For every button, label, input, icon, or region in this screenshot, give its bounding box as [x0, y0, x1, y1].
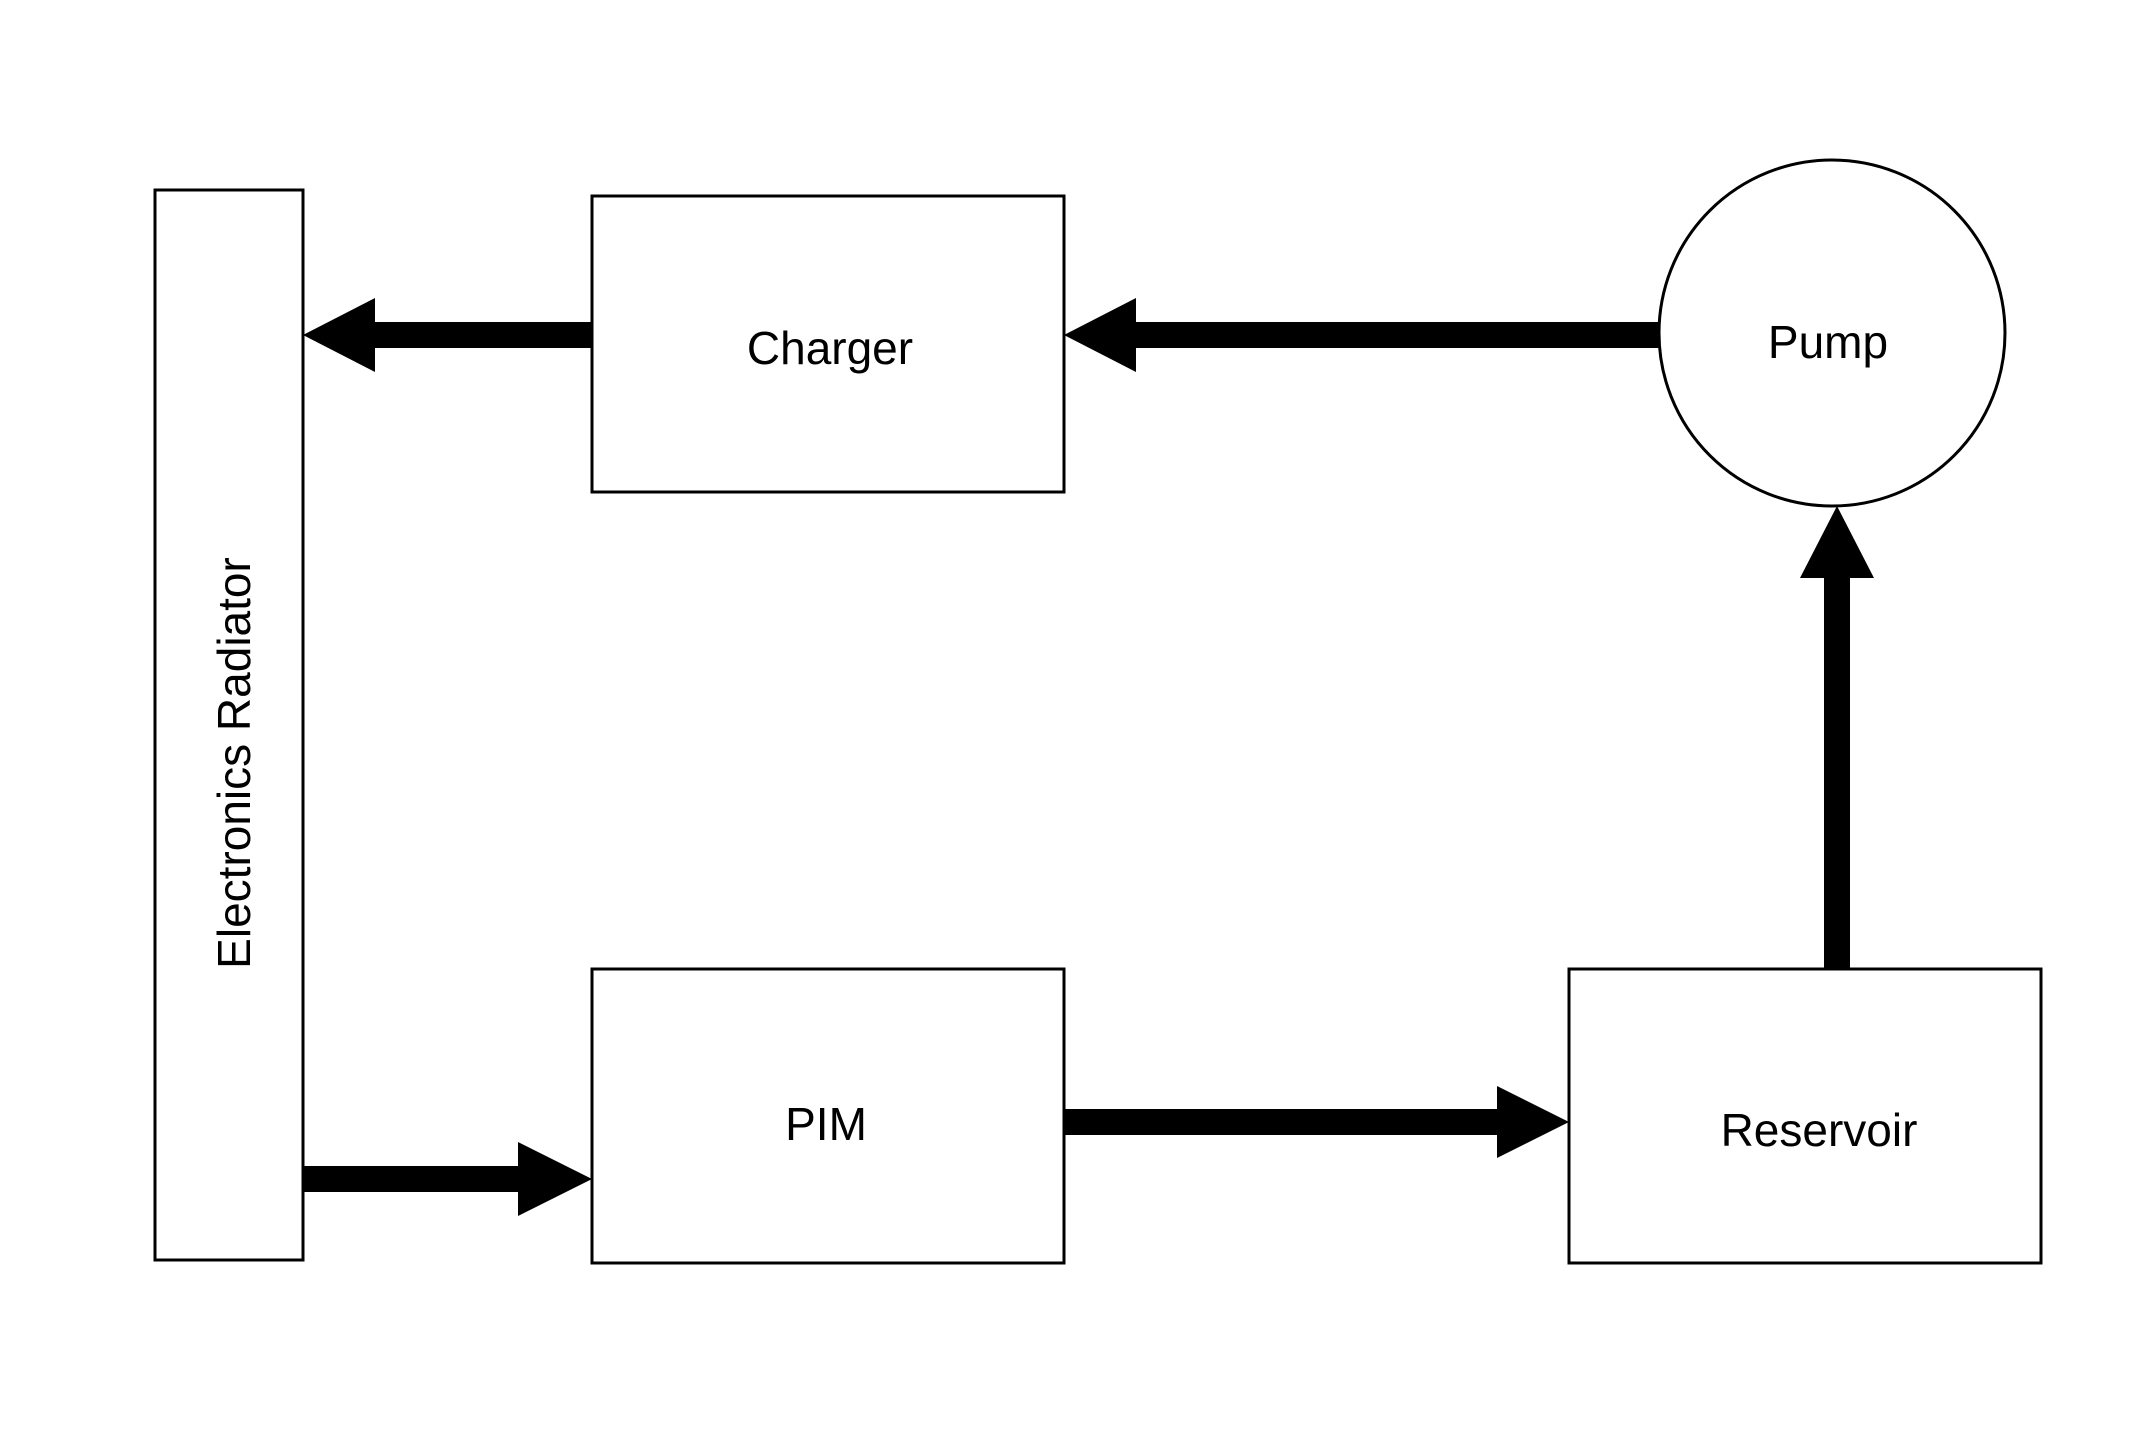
flow-arrow-pim-to-reservoir [1064, 1086, 1569, 1158]
electronics-radiator-label: Electronics Radiator [208, 557, 260, 969]
arrow-head-up-icon [1800, 506, 1874, 578]
charger-box [590, 194, 1066, 494]
pump-label: Pump [1768, 316, 1888, 368]
charger-node: Charger [590, 194, 1066, 494]
charger-label: Charger [747, 322, 913, 374]
flow-arrow-charger-to-radiator [303, 298, 592, 372]
flow-arrow-radiator-to-pim [303, 1142, 592, 1216]
arrow-head-right-icon [1497, 1086, 1569, 1158]
arrow-head-left-icon [1064, 298, 1136, 372]
pim-label: PIM [785, 1098, 867, 1150]
pim-box [590, 967, 1066, 1265]
reservoir-node: Reservoir [1567, 967, 2043, 1265]
arrow-head-left-icon [303, 298, 375, 372]
reservoir-label: Reservoir [1721, 1104, 1918, 1156]
reservoir-box [1567, 967, 2043, 1265]
electronics-radiator-box [153, 188, 305, 1262]
arrow-head-right-icon [518, 1142, 592, 1216]
pump-node: Pump [1657, 158, 2007, 508]
electronics-radiator-node: Electronics Radiator [153, 188, 305, 1262]
flow-arrow-pump-to-charger [1064, 298, 1660, 372]
pim-node: PIM [590, 967, 1066, 1265]
flow-arrow-reservoir-to-pump [1800, 506, 1874, 969]
